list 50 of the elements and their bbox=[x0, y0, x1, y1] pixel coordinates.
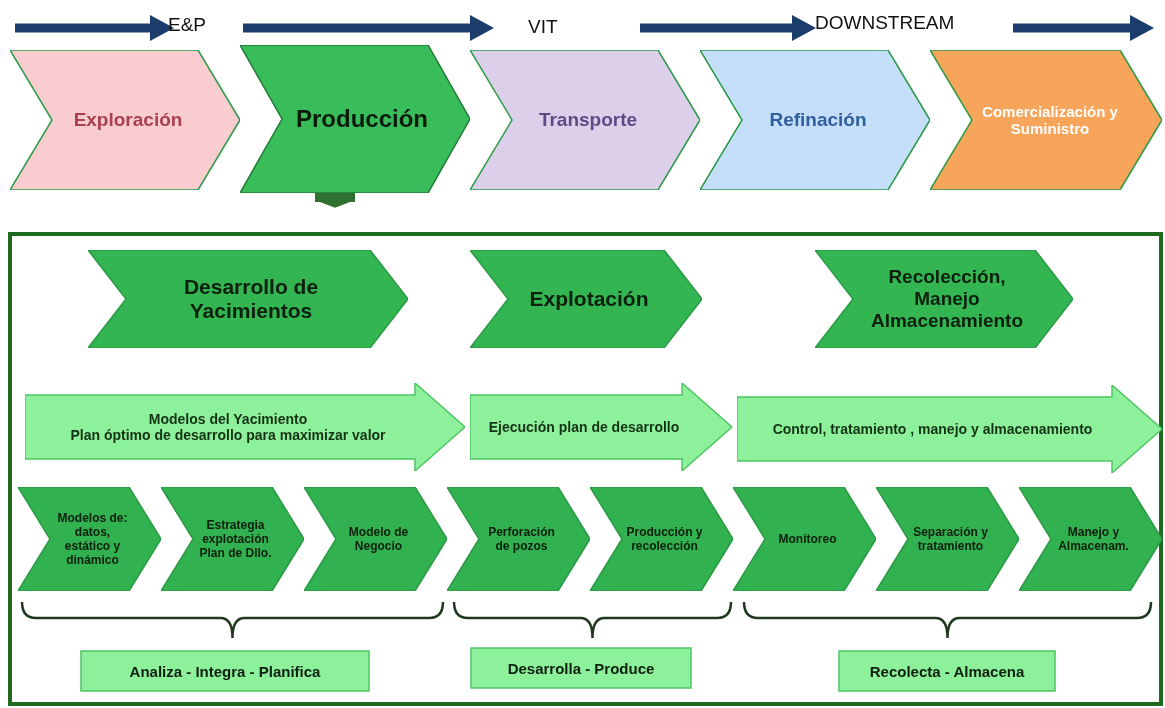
node-label: Perforación de pozos bbox=[487, 525, 556, 553]
node-label: Estrategia explotación Plan de Dllo. bbox=[198, 518, 273, 560]
node-label: Exploración bbox=[73, 109, 183, 131]
node-label: Explotación bbox=[529, 287, 649, 311]
summary-box bbox=[470, 647, 692, 689]
node-label: Monitoreo bbox=[778, 532, 837, 546]
node-label: Plan óptimo de desarrollo para maximizar valor bbox=[70, 427, 386, 443]
node-label: Refinación bbox=[769, 109, 867, 131]
stage-step bbox=[240, 45, 470, 193]
task-step bbox=[876, 487, 1019, 591]
node-label: Modelo de Negocio bbox=[347, 525, 410, 553]
activity-banner bbox=[737, 385, 1162, 473]
node-label: Desarrollo de Yacimientos bbox=[182, 275, 320, 323]
node-label: Analiza - Integra - Planifica bbox=[129, 662, 321, 680]
task-step bbox=[1019, 487, 1162, 591]
phase-step bbox=[470, 250, 702, 348]
task-step bbox=[733, 487, 876, 591]
stage-label: DOWNSTREAM bbox=[815, 12, 955, 34]
task-step bbox=[18, 487, 161, 591]
node-label: Comercialización y Suministro bbox=[981, 103, 1119, 137]
stage-step bbox=[700, 50, 930, 190]
node-label: Manejo y Almacenam. bbox=[1057, 525, 1130, 553]
summary-box bbox=[838, 650, 1056, 692]
phase-step bbox=[88, 250, 408, 348]
node-label: Modelos de: datos, estático y dinámico bbox=[56, 511, 129, 567]
process-panel bbox=[8, 232, 1163, 706]
summary-box bbox=[80, 650, 370, 692]
block-arrow bbox=[315, 193, 355, 208]
stage-step bbox=[930, 50, 1162, 190]
stage-step bbox=[10, 50, 240, 190]
task-step bbox=[161, 487, 304, 591]
node-label: Separación y tratamiento bbox=[912, 525, 989, 553]
stage-step bbox=[470, 50, 700, 190]
phase-step bbox=[815, 250, 1073, 348]
node-label: Transporte bbox=[538, 109, 638, 131]
node-label: Modelos del Yacimiento bbox=[148, 411, 308, 427]
node-label: Control, tratamiento , manejo y almacenamiento bbox=[772, 421, 1093, 437]
node-label: Ejecución plan de desarrollo bbox=[488, 419, 680, 435]
node-label: Recolecta - Almacena bbox=[869, 662, 1025, 680]
stage-label: VIT bbox=[528, 16, 558, 38]
task-step bbox=[447, 487, 590, 591]
task-step bbox=[590, 487, 733, 591]
task-step bbox=[304, 487, 447, 591]
node-label: Desarrolla - Produce bbox=[507, 659, 655, 677]
node-label: Producción bbox=[296, 105, 428, 133]
stage-label: E&P bbox=[168, 14, 207, 36]
node-label: Recolección, Manejo Almacenamiento bbox=[869, 266, 1024, 332]
activity-banner bbox=[470, 383, 732, 471]
activity-banner bbox=[25, 383, 465, 471]
node-label: Producción y recolección bbox=[626, 525, 703, 553]
